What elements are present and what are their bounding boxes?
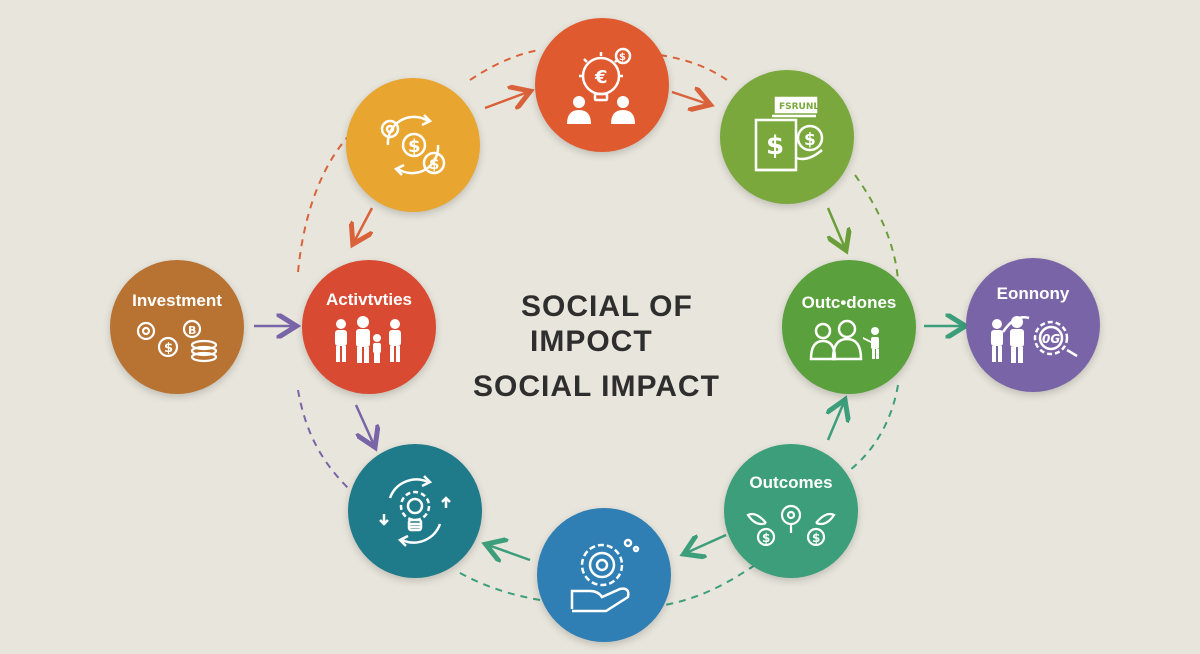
svg-text:$: $ — [812, 531, 820, 545]
node-investment: Investment $ B — [110, 260, 244, 394]
arrow-moneycycle-to-idea — [484, 92, 528, 108]
node-economy-label: Eonnony — [996, 284, 1070, 303]
people-pointing-icon — [809, 319, 879, 361]
ring-segment-left-lower — [297, 389, 349, 489]
node-outcomes-right: Outc•dones — [782, 260, 916, 394]
diagram-title-line-3: SOCIAL IMPACT — [473, 370, 720, 403]
svg-text:$: $ — [164, 341, 173, 356]
funding-sign-icon: FSRUNL $ $ — [754, 96, 824, 172]
svg-text:$: $ — [762, 531, 770, 545]
ring-segment-top — [469, 49, 541, 81]
node-activities-label: Activtvties — [326, 290, 412, 309]
node-economy: Eonnony 0G — [966, 258, 1100, 392]
svg-text:$: $ — [804, 130, 816, 150]
svg-text:€: € — [594, 67, 608, 88]
node-money-cycle: $ $ — [346, 78, 480, 212]
ring-segment-bottom-right — [664, 564, 756, 606]
svg-text:$: $ — [429, 155, 439, 173]
people-group-icon — [335, 316, 401, 363]
node-idea: € $ — [535, 18, 669, 152]
ring-segment-right-upper — [854, 174, 899, 281]
arrow-funding-to-outcomes — [828, 207, 845, 248]
ring-segment-bottom-left — [454, 569, 541, 601]
ring-segment-right-lower — [849, 384, 899, 471]
ring-segment-top-right — [659, 54, 731, 83]
node-funding: FSRUNL $ $ — [720, 70, 854, 204]
idea-people-icon: € $ — [567, 47, 635, 124]
arrow-activities-to-gearbulb — [354, 404, 374, 445]
node-outcomes-bottom-label: Outcomes — [749, 473, 833, 492]
gear-bulb-cycle-icon — [379, 475, 451, 547]
gears-coins-icon: $ B — [136, 319, 218, 363]
diagram-title-line-2: IMPOCT — [530, 325, 653, 358]
economy-gear-text: 0G — [1042, 332, 1060, 346]
node-outcomes-right-label: Outc•dones — [801, 293, 897, 312]
arrow-outcomesbottom-to-handgear — [686, 533, 727, 553]
diagram-title-line-1: SOCIAL OF — [521, 290, 693, 323]
node-activities: Activtvties — [302, 260, 436, 394]
arrow-outcomesbottom-to-outcomesright — [828, 402, 844, 441]
svg-text:$: $ — [766, 131, 784, 161]
node-outcomes-bottom: Outcomes $ $ — [724, 444, 858, 578]
people-gear-icon: 0G — [991, 316, 1078, 363]
funding-sign-text: FSRUNL — [779, 102, 819, 112]
money-cycle-icon: $ $ — [380, 114, 446, 176]
arrow-handgear-to-gearbulb — [488, 545, 531, 560]
svg-text:$: $ — [619, 52, 626, 63]
plant-coins-icon: $ $ — [746, 504, 836, 547]
node-hand-gear — [537, 508, 671, 642]
node-investment-label: Investment — [132, 291, 222, 310]
arrow-moneycycle-to-activities — [354, 207, 372, 242]
svg-text:B: B — [188, 324, 196, 337]
hand-gear-icon — [570, 538, 640, 613]
arrow-idea-to-funding — [671, 92, 708, 104]
svg-text:$: $ — [408, 136, 421, 157]
node-gear-bulb — [348, 444, 482, 578]
